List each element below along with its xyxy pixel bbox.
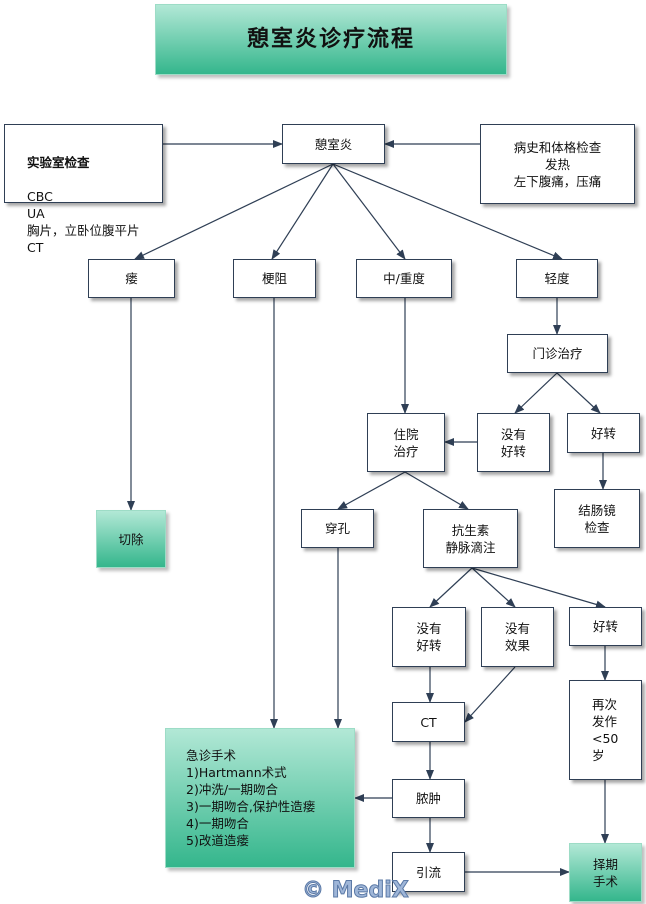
page-title: 憩室炎诊疗流程	[155, 4, 507, 75]
node-obstruction: 梗阻	[233, 259, 316, 298]
arrow-connector	[271, 163, 334, 260]
arrow-connector	[464, 666, 516, 723]
watermark-logo: © MediX	[302, 878, 410, 904]
node-no-improvement-1: 没有 好转	[477, 413, 550, 472]
node-moderate-severe: 中/重度	[356, 259, 452, 298]
node-history-exam: 病史和体格检查 发热 左下腹痛，压痛	[480, 124, 635, 204]
lab-tests-items: CBC UA 胸片，立卧位腹平片 CT	[27, 189, 140, 255]
node-perforation: 穿孔	[301, 509, 374, 548]
node-improvement-1: 好转	[567, 413, 640, 453]
lab-tests-title: 实验室检查	[27, 155, 90, 170]
arrow-connector	[332, 163, 563, 260]
node-ct: CT	[392, 702, 465, 742]
arrow-connector	[134, 163, 334, 260]
node-colonoscopy: 结肠镜 检查	[554, 489, 640, 548]
arrow-connector	[471, 567, 606, 609]
arrow-connector	[404, 471, 469, 510]
arrow-connector	[471, 567, 516, 608]
arrow-connector	[556, 372, 601, 414]
node-antibiotics: 抗生素 静脉滴注	[423, 509, 518, 568]
arrow-connector	[514, 372, 558, 414]
node-inpatient: 住院 治疗	[367, 413, 445, 472]
node-outpatient: 门诊治疗	[507, 334, 608, 373]
node-abscess: 脓肿	[392, 779, 465, 818]
node-mild: 轻度	[516, 259, 598, 298]
node-no-improvement-2: 没有 好转	[392, 607, 466, 667]
node-diverticulitis: 憩室炎	[282, 124, 385, 164]
node-no-effect: 没有 效果	[481, 607, 554, 667]
node-fistula: 瘘	[88, 259, 175, 298]
node-resection: 切除	[96, 510, 166, 568]
node-recurrence: 再次 发作 <50 岁	[569, 680, 642, 780]
arrow-connector	[429, 567, 473, 608]
node-drainage: 引流	[392, 852, 465, 892]
node-emergency-surgery: 急诊手术 1)Hartmann术式 2)冲洗/一期吻合 3)一期吻合,保护性造瘘…	[165, 728, 355, 868]
node-lab-tests: 实验室检查 CBC UA 胸片，立卧位腹平片 CT	[4, 124, 163, 255]
arrow-connector	[332, 163, 406, 260]
node-improvement-2: 好转	[569, 607, 642, 646]
arrow-connector	[337, 471, 406, 510]
node-elective-surgery: 择期 手术	[569, 843, 642, 902]
